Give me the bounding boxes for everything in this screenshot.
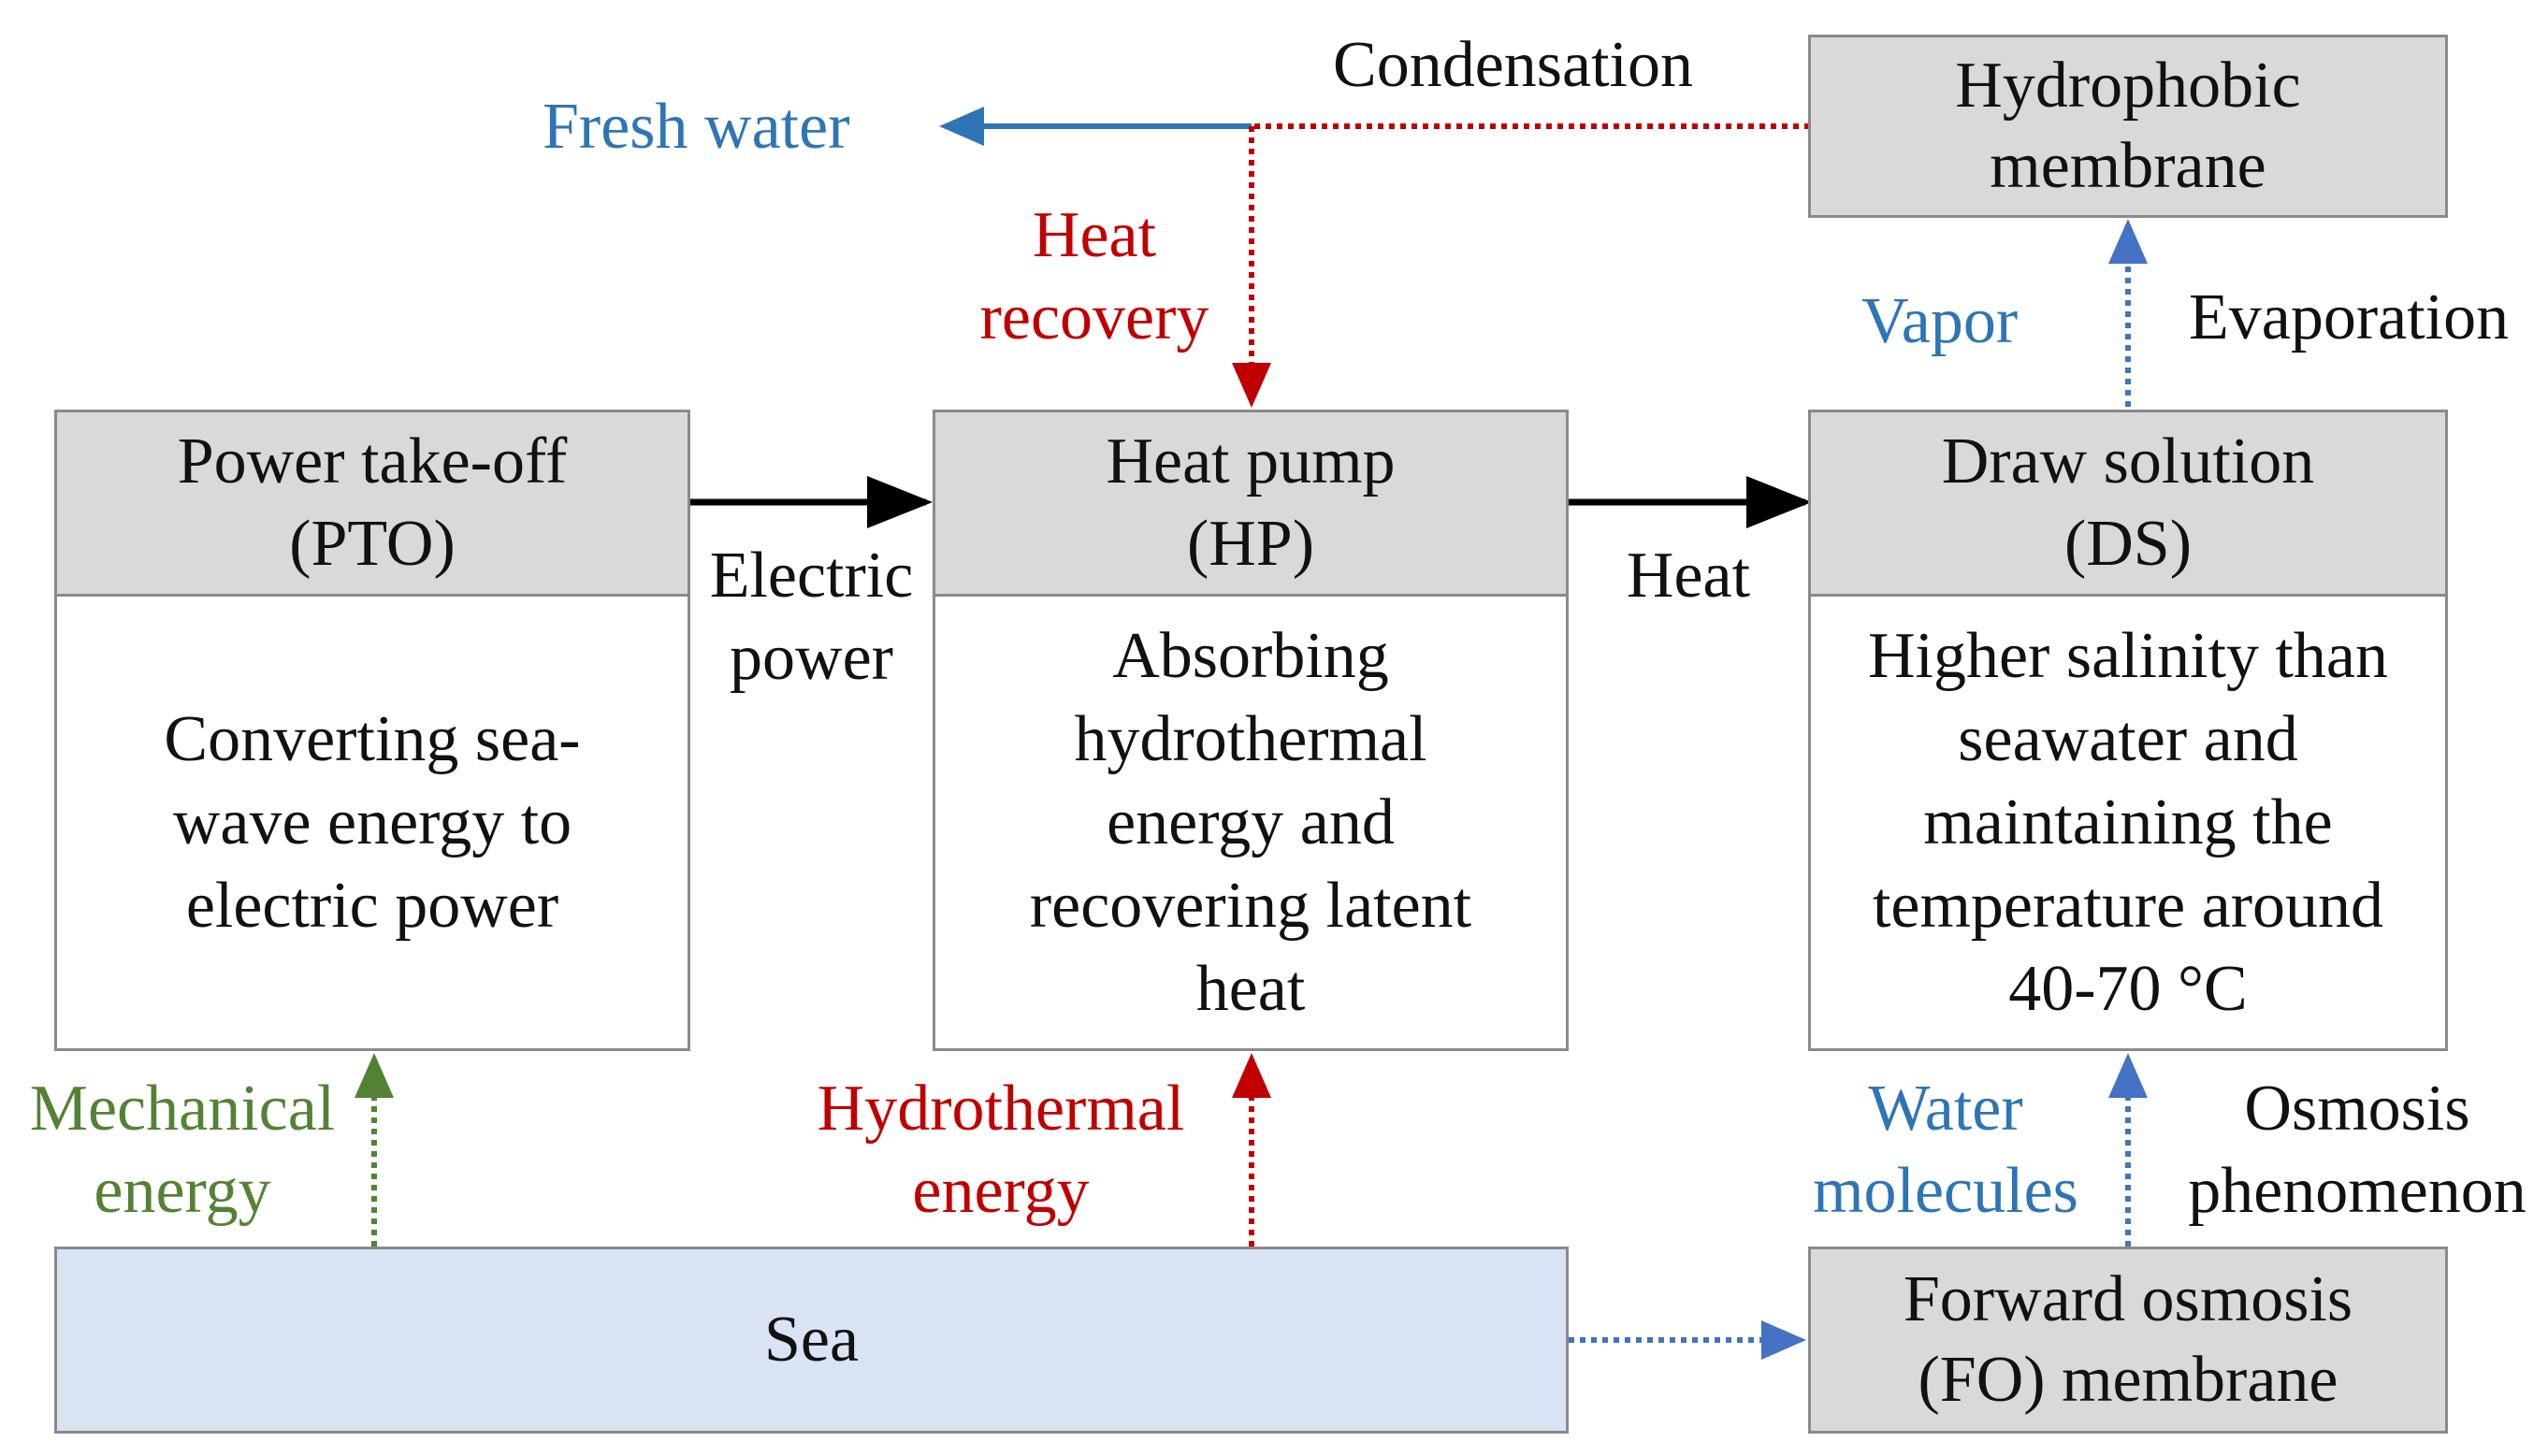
evaporation-label: Evaporation bbox=[2189, 281, 2510, 353]
electric-power-line-1: Electric bbox=[709, 540, 914, 612]
pto-title: Power take-off (PTO) bbox=[57, 412, 688, 597]
hp-body-line-2: hydrothermal bbox=[1074, 703, 1427, 775]
hydrothermal-energy-line-2: energy bbox=[912, 1155, 1090, 1227]
ds-title-line-2: (DS) bbox=[2063, 508, 2193, 580]
hp-title-line-2: (HP) bbox=[1186, 508, 1315, 580]
sea-box: Sea bbox=[54, 1247, 1569, 1434]
fo-line-2: (FO) membrane bbox=[1918, 1344, 2338, 1416]
ds-body-line-5: 40-70 °C bbox=[2008, 953, 2248, 1025]
ds-description: Higher salinity than seawater and mainta… bbox=[1811, 597, 2445, 1048]
ds-title: Draw solution (DS) bbox=[1811, 412, 2445, 597]
ds-body-line-3: maintaining the bbox=[1923, 786, 2333, 858]
pto-title-line-2: (PTO) bbox=[289, 508, 456, 580]
pto-body-line-2: wave energy to bbox=[172, 786, 572, 858]
draw-solution-box: Draw solution (DS) Higher salinity than … bbox=[1808, 410, 2448, 1051]
hp-body-line-4: recovering latent bbox=[1029, 870, 1472, 942]
osmosis-phenomenon-line-1: Osmosis bbox=[2244, 1073, 2470, 1145]
osmosis-phenomenon-label: Osmosis phenomenon bbox=[2175, 1068, 2540, 1233]
hydrothermal-energy-label: Hydrothermal energy bbox=[804, 1068, 1197, 1233]
heat-label: Heat bbox=[1626, 540, 1751, 612]
fresh-water-label: Fresh water bbox=[543, 91, 850, 163]
hp-body-line-1: Absorbing bbox=[1112, 620, 1389, 692]
heat-recovery-line-2: recovery bbox=[979, 281, 1209, 353]
hydrophobic-line-1: Hydrophobic bbox=[1955, 50, 2301, 122]
ds-body-line-2: seawater and bbox=[1958, 703, 2298, 775]
heat-pump-box: Heat pump (HP) Absorbing hydrothermal en… bbox=[933, 410, 1569, 1051]
osmosis-phenomenon-line-2: phenomenon bbox=[2188, 1155, 2526, 1227]
pto-body-line-1: Converting sea- bbox=[164, 703, 581, 775]
hp-description: Absorbing hydrothermal energy and recove… bbox=[935, 597, 1566, 1048]
fo-line-1: Forward osmosis bbox=[1903, 1263, 2353, 1335]
hydrophobic-line-2: membrane bbox=[1990, 130, 2266, 202]
pto-box: Power take-off (PTO) Converting sea- wav… bbox=[54, 410, 690, 1051]
mechanical-energy-line-1: Mechanical bbox=[29, 1073, 336, 1145]
water-molecules-line-2: molecules bbox=[1813, 1155, 2078, 1227]
electric-power-line-2: power bbox=[730, 622, 893, 694]
ds-body-line-1: Higher salinity than bbox=[1867, 620, 2388, 692]
hp-body-line-5: heat bbox=[1195, 953, 1306, 1025]
water-molecules-label: Water molecules bbox=[1791, 1068, 2100, 1233]
pto-description: Converting sea- wave energy to electric … bbox=[57, 597, 688, 1048]
vapor-label: Vapor bbox=[1861, 285, 2019, 357]
hp-body-line-3: energy and bbox=[1107, 786, 1395, 858]
pto-title-line-1: Power take-off bbox=[177, 425, 568, 497]
condensation-label: Condensation bbox=[1333, 29, 1693, 101]
hp-title: Heat pump (HP) bbox=[935, 412, 1566, 597]
hp-title-line-1: Heat pump bbox=[1106, 425, 1396, 497]
heat-recovery-line-1: Heat bbox=[1032, 199, 1157, 271]
ds-title-line-1: Draw solution bbox=[1941, 425, 2315, 497]
mechanical-energy-line-2: energy bbox=[94, 1155, 271, 1227]
ds-body-line-4: temperature around bbox=[1872, 870, 2384, 942]
water-molecules-line-1: Water bbox=[1868, 1073, 2023, 1145]
mechanical-energy-label: Mechanical energy bbox=[14, 1068, 351, 1233]
sea-label: Sea bbox=[763, 1304, 860, 1376]
hydrothermal-energy-line-1: Hydrothermal bbox=[817, 1073, 1185, 1145]
pto-body-line-3: electric power bbox=[185, 870, 559, 942]
heat-recovery-label: Heat recovery bbox=[963, 195, 1225, 359]
hydrophobic-membrane-box: Hydrophobic membrane bbox=[1808, 35, 2448, 218]
fo-membrane-box: Forward osmosis (FO) membrane bbox=[1808, 1247, 2448, 1434]
electric-power-label: Electric power bbox=[697, 535, 926, 699]
